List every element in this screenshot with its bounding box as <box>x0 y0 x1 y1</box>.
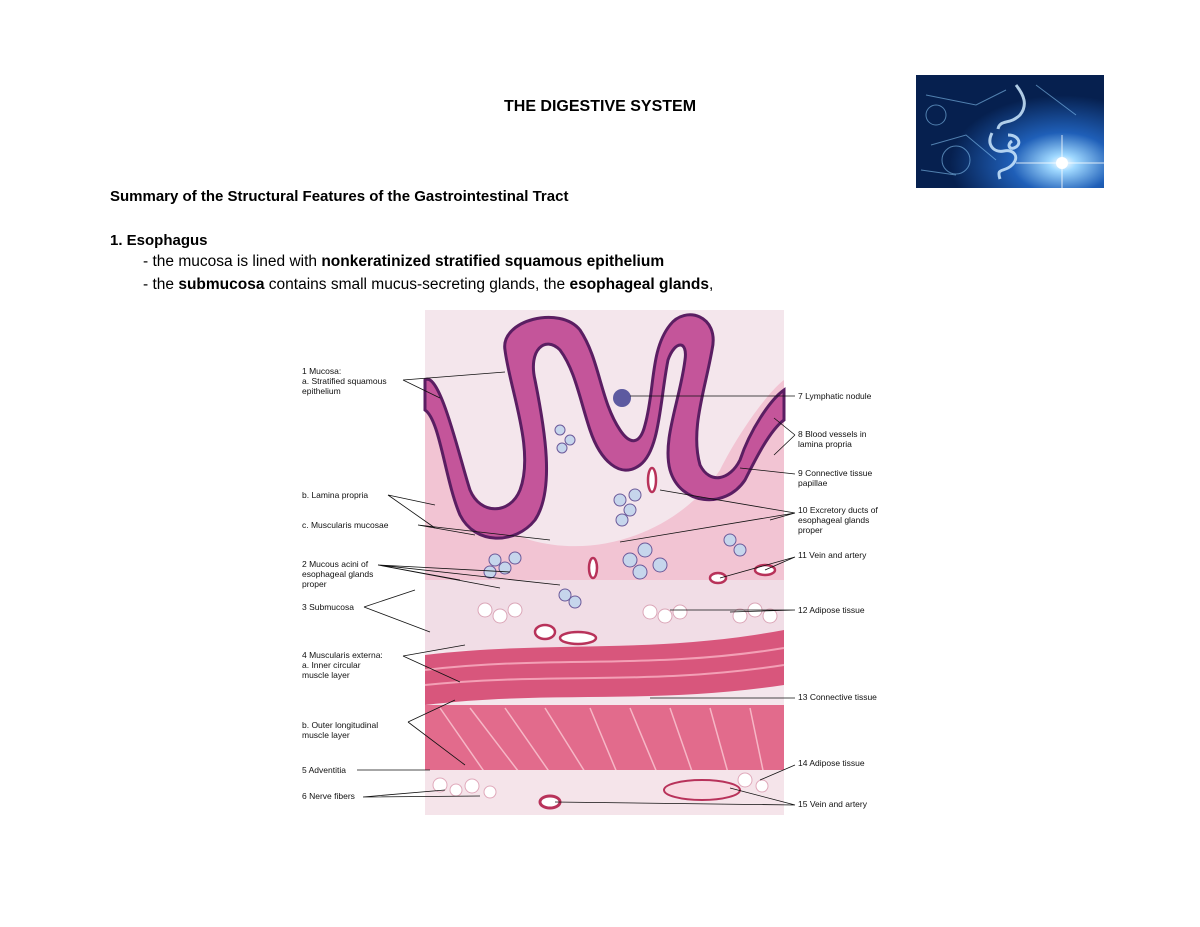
label-excretory-ducts: 10 Excretory ducts of esophageal glands … <box>798 505 880 535</box>
esophagus-histology-figure: 1 Mucosa: a. Stratified squamous epithel… <box>302 310 880 815</box>
bullet-text-bold: esophageal glands <box>569 276 709 293</box>
bullet-text: , <box>709 276 714 293</box>
bullet-text-bold: nonkeratinized stratified squamous epith… <box>321 253 665 270</box>
label-muscularis-mucosae: c. Muscularis mucosae <box>302 520 389 530</box>
label-mucous-acini: 2 Mucous acini of esophageal glands prop… <box>302 559 376 589</box>
label-blood-vessels: 8 Blood vessels in lamina propria <box>798 429 869 449</box>
bullet-mucosa: - the mucosa is lined with nonkeratinize… <box>143 253 664 271</box>
label-adipose-14: 14 Adipose tissue <box>798 758 865 768</box>
label-lamina-propria: b. Lamina propria <box>302 490 368 500</box>
document-title: THE DIGESTIVE SYSTEM <box>503 98 697 115</box>
label-muscularis-externa: 4 Muscularis externa: a. Inner circular … <box>302 650 385 680</box>
bullet-text: - the mucosa is lined with <box>143 253 322 270</box>
label-vein-artery-11: 11 Vein and artery <box>798 550 867 560</box>
subsection-title: 1. Esophagus <box>110 232 208 249</box>
bullet-text: contains small mucus-secreting glands, t… <box>264 276 570 293</box>
pointer-lines <box>357 371 796 806</box>
label-submucosa: 3 Submucosa <box>302 602 354 612</box>
right-labels: 7 Lymphatic nodule 8 Blood vessels in la… <box>798 391 880 809</box>
label-connective-papillae: 9 Connective tissue papillae <box>798 468 875 488</box>
label-mucosa: 1 Mucosa: a. Stratified squamous epithel… <box>302 366 389 396</box>
bullet-submucosa: - the submucosa contains small mucus-sec… <box>143 276 713 294</box>
bullet-text: - the <box>143 276 179 293</box>
label-vein-artery-15: 15 Vein and artery <box>798 799 868 809</box>
left-labels: 1 Mucosa: a. Stratified squamous epithel… <box>302 366 389 801</box>
label-adipose-12: 12 Adipose tissue <box>798 605 865 615</box>
section-title: Summary of the Structural Features of th… <box>110 188 569 205</box>
bullet-text-bold: submucosa <box>178 276 265 293</box>
label-connective-13: 13 Connective tissue <box>798 692 877 702</box>
label-nerve-fibers: 6 Nerve fibers <box>302 791 355 801</box>
digestive-system-banner-image <box>916 75 1104 188</box>
label-outer-longitudinal: b. Outer longitudinal muscle layer <box>302 720 380 740</box>
tissue-micrograph <box>423 310 786 815</box>
label-lymphatic-nodule: 7 Lymphatic nodule <box>798 391 872 401</box>
label-adventitia: 5 Adventitia <box>302 765 346 775</box>
